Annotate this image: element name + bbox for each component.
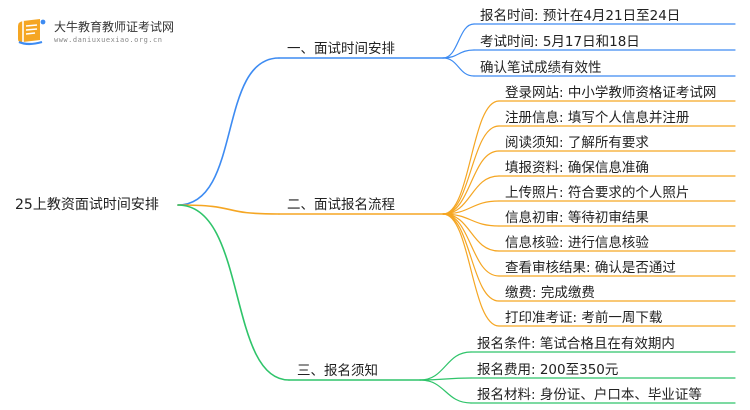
branch-1-topic: 一、面试时间安排 <box>287 41 395 57</box>
branch-2-leaf-6: 信息初审: 等待初审结果 <box>505 210 649 226</box>
root-to-branch-2-line <box>177 204 280 215</box>
root-to-branch-3-line <box>177 204 290 381</box>
branch-2-leaf-3: 阅读须知: 了解所有要求 <box>505 135 649 151</box>
logo-name: 大牛教育教师证考试网 <box>54 20 175 34</box>
branch-2-leaf-1-connector <box>442 100 500 215</box>
branch-2-leaf-7-connector <box>442 213 500 252</box>
branch-2-leaf-9-connector <box>442 213 500 302</box>
root-topic: 25上教资面试时间安排 <box>15 197 159 213</box>
branch-2-leaf-5: 上传照片: 符合要求的个人照片 <box>505 185 690 201</box>
branch-3-leaf-1-connector <box>419 351 472 381</box>
book-logo-icon <box>18 19 46 46</box>
branch-3-leaf-3: 报名材料: 身份证、户口本、毕业证等 <box>477 387 702 403</box>
branch-2-leaf-10: 打印准考证: 考前一周下载 <box>505 310 663 326</box>
logo-url: www.daniuxuexiao.org.cn <box>54 36 163 44</box>
branch-2-leaf-8-connector <box>442 213 500 277</box>
branch-1-leaf-2: 考试时间: 5月17日和18日 <box>480 34 640 50</box>
branch-2-leaf-4: 填报资料: 确保信息准确 <box>505 160 649 176</box>
branch-1-leaf-1-connector <box>442 23 475 59</box>
branch-3-topic: 三、报名须知 <box>297 363 378 379</box>
branch-3-leaf-3-connector <box>419 379 472 404</box>
branch-2-leaf-1: 登录网站: 中小学教师资格证考试网 <box>505 85 717 101</box>
root-to-branch-1-line <box>177 57 280 206</box>
branch-2-topic: 二、面试报名流程 <box>287 197 395 213</box>
branch-2-leaf-3-connector <box>442 150 500 215</box>
branch-1-leaf-3-connector <box>442 57 475 77</box>
branch-2-leaf-7: 信息核验: 进行信息核验 <box>505 235 649 251</box>
branch-3-leaf-1: 报名条件: 笔试合格且在有效期内 <box>477 336 675 352</box>
branch-2-leaf-2: 注册信息: 填写个人信息并注册 <box>505 110 690 126</box>
branch-2-leaf-10-connector <box>442 213 500 327</box>
branch-3-leaf-2: 报名费用: 200至350元 <box>477 362 619 378</box>
branch-1-leaf-1: 报名时间: 预计在4月21日至24日 <box>480 8 681 24</box>
site-logo: 大牛教育教师证考试网 www.daniuxuexiao.org.cn <box>14 12 204 52</box>
branch-1-leaf-3: 确认笔试成绩有效性 <box>480 60 602 76</box>
branch-2-leaf-4-connector <box>442 175 500 215</box>
branch-2-leaf-2-connector <box>442 125 500 215</box>
branch-2-leaf-9: 缴费: 完成缴费 <box>505 285 595 301</box>
branch-2-leaf-5-connector <box>442 200 500 215</box>
branch-2-leaf-8: 查看审核结果: 确认是否通过 <box>505 260 676 276</box>
